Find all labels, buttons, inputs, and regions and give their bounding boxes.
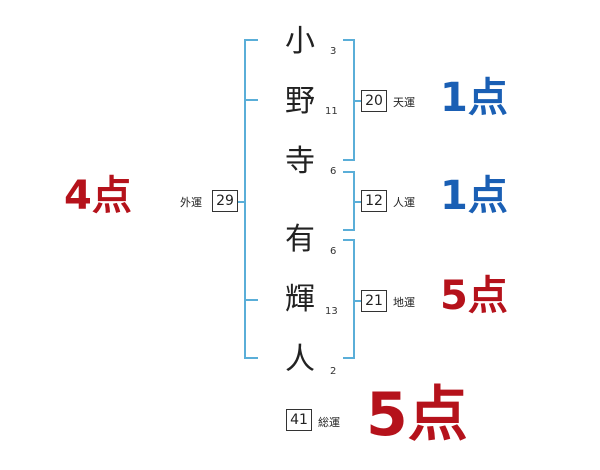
stroke-count-3: 6	[330, 166, 337, 177]
jinun-score: 1点	[440, 173, 508, 219]
name-char-1: 小	[285, 24, 315, 59]
name-char-4: 有	[285, 222, 315, 257]
stroke-count-6: 2	[330, 366, 337, 377]
jinun-bracket	[343, 171, 355, 231]
stroke-count-4: 6	[330, 246, 337, 257]
left-bracket	[244, 39, 258, 359]
tenun-label: 天運	[393, 96, 415, 109]
gaiun-value-box: 29	[212, 190, 238, 212]
name-char-2: 野	[285, 84, 315, 119]
name-char-5: 輝	[285, 282, 315, 317]
souun-label: 総運	[318, 416, 340, 429]
jinun-value-box: 12	[361, 190, 387, 212]
gaiun-score: 4点	[64, 173, 132, 219]
name-char-3: 寺	[285, 144, 315, 179]
tenun-bracket	[343, 39, 355, 161]
jinun-label: 人運	[393, 196, 415, 209]
souun-score: 5点	[366, 380, 468, 450]
chiun-score: 5点	[440, 273, 508, 319]
stroke-count-1: 3	[330, 46, 337, 57]
chiun-bracket	[343, 239, 355, 359]
souun-value-box: 41	[286, 409, 312, 431]
gaiun-label: 外運	[180, 196, 202, 209]
name-char-6: 人	[285, 342, 315, 377]
stroke-count-2: 11	[325, 106, 338, 117]
chiun-value-box: 21	[361, 290, 387, 312]
stroke-count-5: 13	[325, 306, 338, 317]
chiun-label: 地運	[393, 296, 415, 309]
tenun-score: 1点	[440, 75, 508, 121]
tenun-value-box: 20	[361, 90, 387, 112]
